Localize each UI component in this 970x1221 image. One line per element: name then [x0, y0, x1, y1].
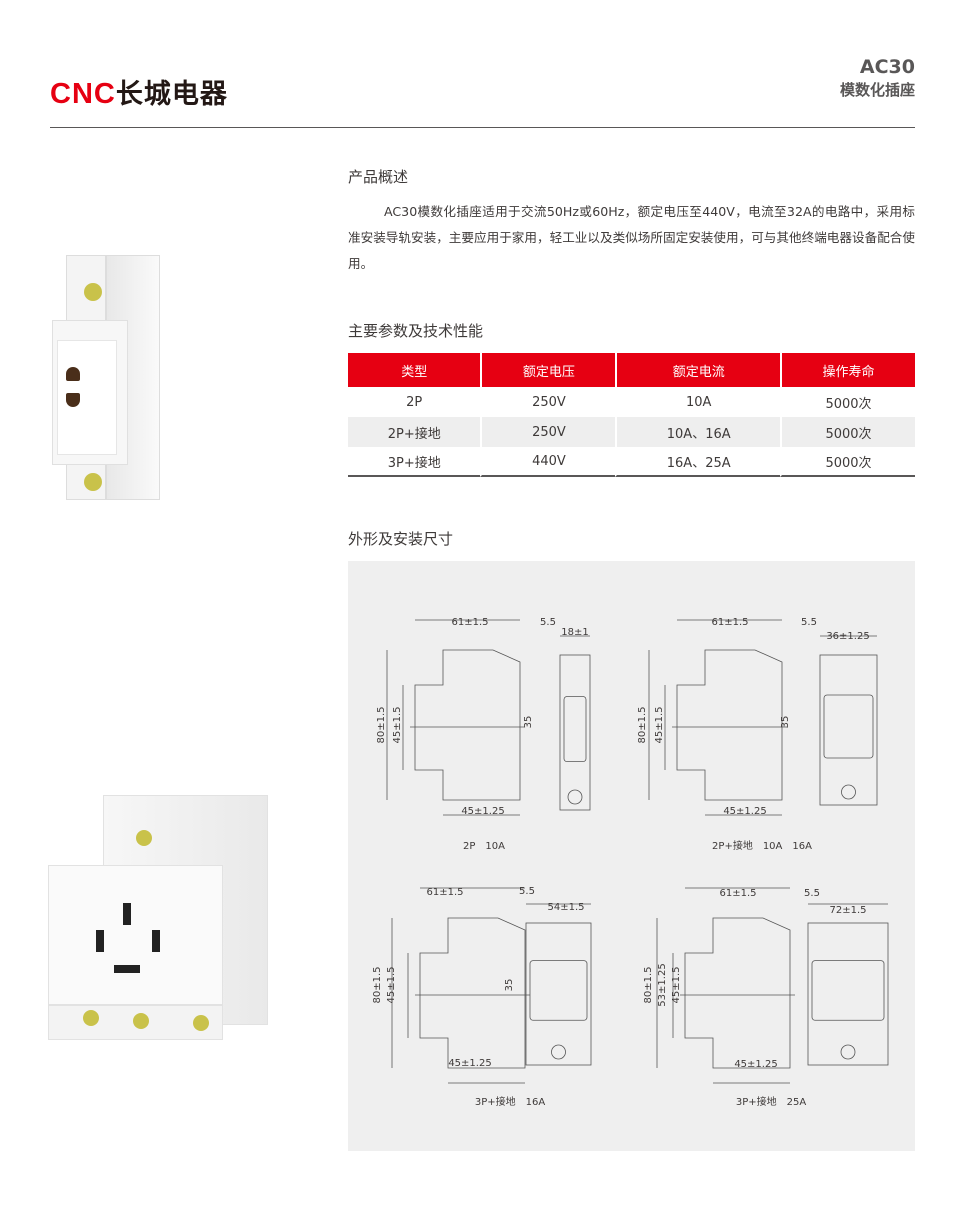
product-name: 模数化插座 [839, 81, 915, 99]
dim-height: 80±1.5 [372, 966, 383, 1003]
dimension-drawings: 61±1.5 5.5 18±1 80±1.5 45±1.5 35 45±1.25… [372, 617, 889, 1108]
dim-base: 45±1.25 [461, 806, 504, 817]
dim-depth: 61±1.5 [711, 617, 748, 628]
table-header-row: 类型 额定电压 额定电流 操作寿命 [348, 353, 915, 387]
drawing-3p-ground-16a: 61±1.5 5.5 54±1.5 80±1.5 45±1.5 35 45±1.… [372, 886, 585, 1108]
table-cell: 10A [615, 387, 780, 417]
dim-base: 45±1.25 [723, 806, 766, 817]
dim-depth: 61±1.5 [451, 617, 488, 628]
dim-width: 72±1.5 [829, 905, 866, 916]
dim-offset: 5.5 [519, 886, 535, 897]
dim-height: 80±1.5 [376, 706, 387, 743]
table-cell: 5000次 [780, 447, 915, 477]
side-view-outline [419, 917, 526, 1069]
dim-base: 45±1.25 [734, 1059, 777, 1070]
table-cell: 250V [480, 417, 616, 447]
column-header: 额定电压 [480, 353, 616, 387]
column-header: 操作寿命 [780, 353, 915, 387]
header-divider [50, 127, 915, 128]
dim-rail: 35 [504, 979, 515, 992]
dim-depth: 61±1.5 [719, 888, 756, 899]
overview-text: AC30模数化插座适用于交流50Hz或60Hz，额定电压至440V，电流至32A… [348, 204, 915, 271]
dim-offset: 5.5 [801, 617, 817, 628]
front-view-outline [807, 922, 889, 1066]
specs-title: 主要参数及技术性能 [348, 322, 484, 340]
table-cell: 440V [480, 447, 616, 477]
dim-height: 80±1.5 [643, 966, 654, 1003]
table-cell: 2P [406, 394, 423, 410]
dim-mid: 45±1.5 [392, 706, 403, 743]
dim-base: 45±1.25 [448, 1058, 491, 1069]
dim-width: 54±1.5 [547, 902, 584, 913]
table-cell: 5000次 [780, 417, 915, 447]
column-header: 额定电流 [615, 353, 780, 387]
product-photo-3p [48, 795, 268, 1043]
table-cell: 5000次 [780, 387, 915, 417]
front-view-outline [819, 654, 878, 806]
socket-face [811, 960, 885, 1021]
dim-width: 18±1 [561, 627, 588, 638]
dim-offset: 5.5 [804, 888, 820, 899]
product-photo-2p [52, 255, 160, 500]
side-view-outline [414, 649, 521, 801]
column-header: 类型 [348, 353, 481, 387]
dim-mid2: 53±1.25 [657, 963, 668, 1006]
terminal-screw [551, 1044, 566, 1060]
drawing-caption: 3P+接地 25A [736, 1095, 806, 1108]
table-cell: 250V [480, 387, 615, 417]
table-cell: 2P+接地 [348, 417, 481, 447]
logo-latin: CNC [50, 78, 116, 110]
dimensions-panel [348, 561, 915, 1151]
dim-height: 80±1.5 [637, 706, 648, 743]
terminal-screw [567, 789, 583, 805]
drawing-3p-ground-25a: 61±1.5 5.5 72±1.5 80±1.5 53±1.25 45±1.5 … [643, 888, 867, 1108]
dim-offset: 5.5 [540, 617, 556, 628]
dim-rail: 35 [523, 716, 534, 729]
table-cell: 3P+接地 [348, 447, 481, 477]
side-view-outline [676, 649, 783, 801]
dim-mid: 45±1.5 [671, 966, 682, 1003]
front-view-outline [525, 922, 592, 1066]
drawing-2p: 61±1.5 5.5 18±1 80±1.5 45±1.5 35 45±1.25… [376, 617, 589, 852]
model-number: AC30 [859, 56, 915, 78]
terminal-screw [841, 784, 856, 800]
side-view-outline [684, 917, 791, 1069]
dim-mid: 45±1.5 [386, 966, 397, 1003]
brand-logo: CNC长城电器 [50, 72, 228, 111]
front-view-outline [559, 654, 591, 811]
drawing-2p-ground: 61±1.5 5.5 36±1.25 80±1.5 45±1.5 35 45±1… [637, 617, 870, 852]
dim-mid: 45±1.5 [654, 706, 665, 743]
table-cell: 16A、25A [615, 447, 780, 477]
drawing-caption: 2P 10A [463, 841, 505, 852]
dim-rail: 35 [780, 716, 791, 729]
product-heading: AC30 模数化插座 [840, 56, 915, 102]
terminal-screw [840, 1044, 856, 1060]
socket-face [529, 960, 588, 1021]
socket-face [823, 694, 874, 759]
dimensions-title: 外形及安装尺寸 [348, 530, 454, 548]
drawing-caption: 3P+接地 16A [475, 1095, 545, 1108]
logo-chinese: 长城电器 [115, 79, 228, 110]
dim-depth: 61±1.5 [426, 887, 463, 898]
table-cell: 10A、16A [615, 417, 780, 447]
dim-width: 36±1.25 [826, 631, 869, 642]
overview-title: 产品概述 [348, 168, 409, 186]
drawing-caption: 2P+接地 10A 16A [712, 839, 812, 852]
socket-face [563, 696, 587, 762]
